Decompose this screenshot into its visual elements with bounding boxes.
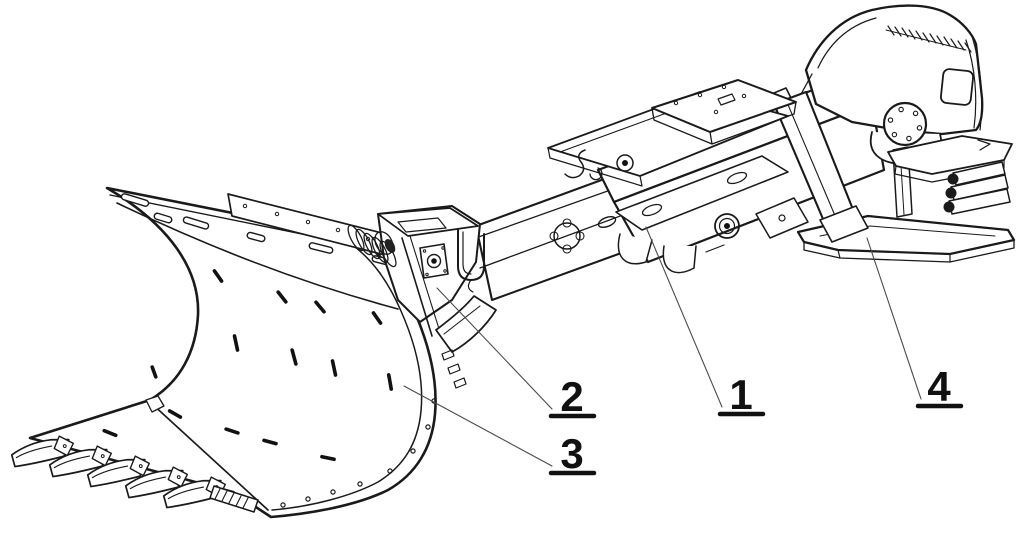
leader-line-4 xyxy=(866,237,922,400)
coil-spring xyxy=(347,224,397,268)
vent-hatch xyxy=(885,25,972,53)
callout-label-1: 1 xyxy=(729,371,752,418)
callout-label-3: 3 xyxy=(560,430,583,477)
hook xyxy=(564,149,586,179)
face-slot-dashes xyxy=(102,269,394,462)
foot-wedge xyxy=(435,295,497,353)
blade xyxy=(9,186,445,519)
top-cover xyxy=(547,79,797,187)
gear-cutout xyxy=(553,222,581,250)
callout-label-4: 4 xyxy=(927,363,951,410)
clips xyxy=(441,349,467,389)
leader-line-2 xyxy=(436,287,553,410)
rear-housing xyxy=(799,4,984,136)
callouts: 1 2 3 4 xyxy=(403,226,964,477)
mount-bracket xyxy=(347,205,497,389)
cover-bolt-dots xyxy=(673,84,747,115)
roller-wheel xyxy=(714,213,740,239)
oval-hole xyxy=(597,216,617,228)
side-plates xyxy=(755,135,1013,239)
leader-line-3 xyxy=(403,385,553,467)
callout-label-2: 2 xyxy=(560,373,583,420)
leader-line-1 xyxy=(645,226,723,408)
access-plate xyxy=(939,68,975,106)
blade-teeth xyxy=(9,428,259,517)
